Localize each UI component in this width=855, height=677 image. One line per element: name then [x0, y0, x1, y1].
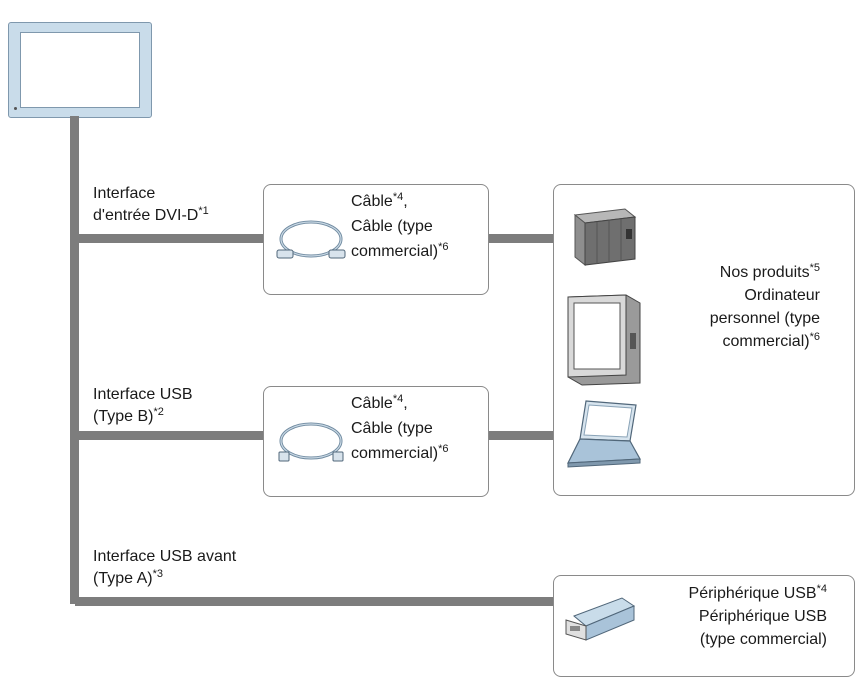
cable-box-dvi-cable-note: *4	[392, 191, 404, 203]
usb-front-interface-line1: Interface USB avant	[93, 548, 237, 565]
usb-device-line1-note: *4	[816, 583, 827, 595]
dvi-interface-label: Interface d'entrée DVI-D*1	[93, 183, 209, 227]
cable-box-usb-cable: Câble	[351, 395, 393, 412]
main-vertical-line	[70, 116, 79, 604]
usb-front-interface-label: Interface USB avant (Type A)*3	[93, 546, 236, 590]
usb-device-line2: Périphérique USB	[698, 608, 827, 625]
usb-b-interface-line1: Interface USB	[93, 386, 193, 403]
panel-display-icon	[567, 294, 641, 386]
dvi-branch-line	[75, 234, 264, 243]
usb-front-interface-line2: (Type A)	[93, 570, 153, 587]
usb-device-box: Périphérique USB*4 Périphérique USB (typ…	[553, 575, 855, 677]
display-screen	[20, 32, 140, 108]
usb-b-branch-line	[75, 431, 264, 440]
cable-box-usb: Câble*4, Câble (type commercial)*6	[263, 386, 489, 497]
cable-box-usb-line3: commercial)	[351, 445, 439, 462]
cable-box-usb-line2: Câble (type	[351, 420, 433, 437]
usb-b-interface-note: *2	[153, 406, 164, 418]
usb-device-line3: (type commercial)	[699, 631, 827, 648]
usb-front-interface-note: *3	[152, 568, 163, 580]
dvi-cable-icon	[276, 220, 346, 259]
display-unit	[8, 22, 152, 118]
dvi-interface-line1: Interface	[93, 185, 156, 202]
devices-commercial-line: commercial)	[722, 333, 810, 350]
power-led	[14, 107, 17, 110]
devices-our-products-note: *5	[809, 262, 820, 274]
cable-box-dvi-comma: ,	[403, 193, 408, 210]
usb-b-interface-line2: (Type B)	[93, 408, 154, 425]
devices-box-text: Nos produits*5 Ordinateur personnel (typ…	[710, 261, 820, 353]
dvi-interface-note: *1	[198, 205, 209, 217]
cable-box-dvi-cable: Câble	[351, 193, 393, 210]
dvi-to-devices-line	[487, 234, 554, 243]
dvi-interface-line2: d'entrée DVI-D	[93, 207, 199, 224]
devices-our-products: Nos produits	[719, 264, 810, 281]
cable-box-usb-comma: ,	[403, 395, 408, 412]
cable-box-usb-cable-note: *4	[392, 393, 404, 405]
devices-box: Nos produits*5 Ordinateur personnel (typ…	[553, 184, 855, 496]
usb-device-line1: Périphérique USB	[688, 585, 817, 602]
controller-unit-icon	[573, 208, 637, 267]
cable-box-dvi-line3: commercial)	[351, 243, 439, 260]
cable-box-dvi-text: Câble*4, Câble (type commercial)*6	[351, 189, 449, 264]
usb-cable-icon	[278, 422, 344, 462]
devices-computer-line: Ordinateur	[744, 287, 820, 304]
usb-b-interface-label: Interface USB (Type B)*2	[93, 384, 193, 428]
cable-box-dvi: Câble*4, Câble (type commercial)*6	[263, 184, 489, 295]
devices-commercial-note: *6	[809, 331, 820, 343]
cable-box-usb-text: Câble*4, Câble (type commercial)*6	[351, 391, 449, 466]
cable-box-usb-line3-note: *6	[438, 443, 449, 455]
cable-box-dvi-line2: Câble (type	[351, 218, 433, 235]
usb-b-to-devices-line	[487, 431, 554, 440]
laptop-icon	[567, 400, 641, 468]
usb-front-branch-line	[75, 597, 554, 606]
usb-device-box-text: Périphérique USB*4 Périphérique USB (typ…	[689, 582, 827, 651]
usb-stick-icon	[565, 597, 636, 641]
cable-box-dvi-line3-note: *6	[438, 241, 449, 253]
devices-personal-line: personnel (type	[709, 310, 820, 327]
